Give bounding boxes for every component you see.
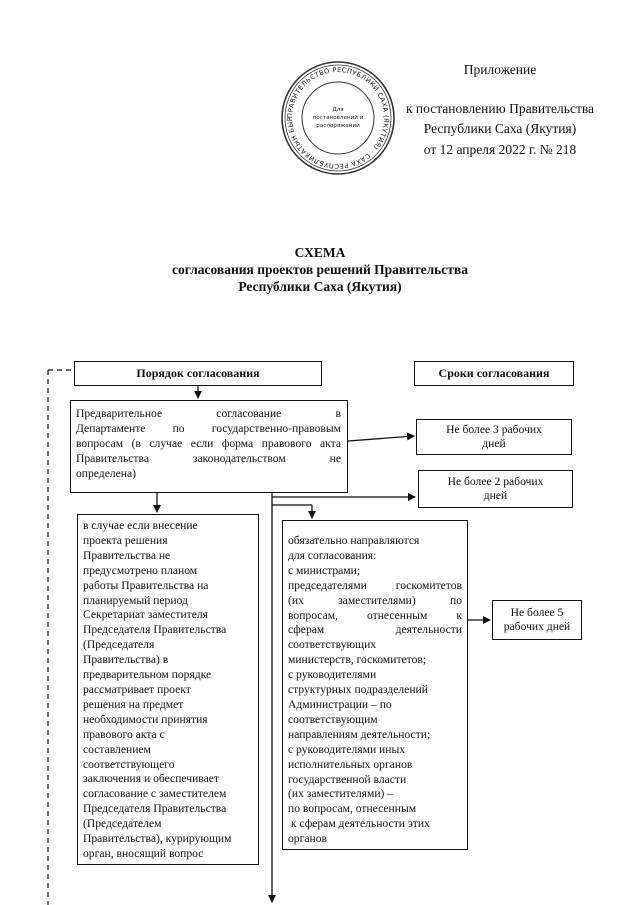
mandatory-approval-line: сферам деятельности xyxy=(288,623,462,637)
preliminary-approval-box: Предварительное согласование в Департаме… xyxy=(70,400,348,493)
seal-center-line-1: Для xyxy=(332,107,343,113)
secretariat-text-line: работы Правительства на xyxy=(83,578,209,592)
mandatory-approval-line: Администрации – по xyxy=(288,697,392,711)
secretariat-text-line: в случае если внесение xyxy=(83,519,198,532)
mandatory-approval-line: председателями госкомитетов xyxy=(288,578,462,592)
mandatory-approval-line: для согласования: xyxy=(288,548,377,562)
mandatory-approval-line: государственной власти xyxy=(288,772,407,786)
mandatory-approval-line: исполнительных органов xyxy=(288,757,413,771)
mandatory-approval-line: вопросам, отнесенным к xyxy=(288,608,462,622)
secretariat-text-line: орган, вносящий вопрос xyxy=(83,846,204,860)
secretariat-text-line: Правительства), курирующим xyxy=(83,832,232,846)
secretariat-text-line: Председателя Правительства xyxy=(83,623,227,637)
term-box-3-days: Не более 3 рабочих дней xyxy=(416,419,572,455)
term1-line-1: Не более 3 рабочих xyxy=(446,422,542,436)
mandatory-approval-line: министерств, госкомитетов; xyxy=(288,653,427,667)
arrow-prelim-to-term1 xyxy=(347,432,415,442)
secretariat-text-line: согласование с заместителем xyxy=(83,787,227,801)
mandatory-approval-line: соответствующим xyxy=(288,712,378,726)
term2-line-1: Не более 2 рабочих xyxy=(447,474,544,488)
title-line-1: СХЕМА xyxy=(294,245,346,260)
procedure-header: Порядок согласования xyxy=(74,361,322,386)
prelim-line-4: Правительства законодательством не xyxy=(76,451,341,465)
secretariat-text-line: составлением xyxy=(83,742,151,756)
term3-line-2: рабочих дней xyxy=(503,620,571,633)
secretariat-text-line: Правительства не xyxy=(83,548,171,562)
secretariat-text-line: планируемый период xyxy=(83,593,188,607)
mandatory-approval-line: с руководителями xyxy=(288,668,377,682)
secretariat-text-line: (Председателя xyxy=(83,638,155,652)
secretariat-text-line: Правительства) в xyxy=(83,653,169,667)
secretariat-text-line: предусмотрено планом xyxy=(83,563,198,577)
mandatory-approval-line: к сферам деятельности этих xyxy=(288,817,430,831)
mandatory-approval-line: с министрами; xyxy=(288,563,361,577)
secretariat-text-line: (Председателем xyxy=(83,817,162,831)
term-box-5-days: Не более 5 рабочих дней xyxy=(492,600,582,640)
prelim-line-2: Департаменте по государственно-правовым xyxy=(76,421,341,435)
mandatory-approval-line: по вопросам, отнесенным xyxy=(288,802,417,816)
mandatory-approval-line: обязательно направляются xyxy=(288,534,420,547)
seal-center-line-3: распоряжений xyxy=(316,122,360,129)
prelim-line-5: определена) xyxy=(76,466,136,480)
mandatory-approval-line: направлениям деятельности; xyxy=(288,727,431,741)
secretariat-text-line: проекта решения xyxy=(83,533,168,547)
secretariat-text-line: соответствующего xyxy=(83,757,175,771)
appendix-line-2: к постановлению Правительства xyxy=(405,100,595,116)
mandatory-approval-line: органов xyxy=(288,832,327,846)
appendix-block: Приложение к постановлению Правительства… xyxy=(370,60,630,160)
terms-header-label: Сроки согласования xyxy=(438,366,550,380)
appendix-line-1: Приложение xyxy=(463,62,537,77)
document-title: СХЕМА согласования проектов решений Прав… xyxy=(0,244,640,295)
prelim-line-1: Предварительное согласование в xyxy=(76,407,341,420)
term2-line-2: дней xyxy=(483,489,508,502)
title-line-2: согласования проектов решений Правительс… xyxy=(172,262,468,277)
title-line-3: Республики Саха (Якутия) xyxy=(238,279,402,294)
secretariat-text-line: заключения и обеспечивает xyxy=(83,772,219,786)
mandatory-approval-line: структурных подразделений xyxy=(288,683,428,697)
mandatory-approval-line: (их заместителями) по xyxy=(288,593,462,607)
secretariat-text-line: рассматривает проект xyxy=(83,682,191,696)
term3-line-1: Не более 5 xyxy=(510,605,564,619)
term1-line-2: дней xyxy=(482,437,506,450)
official-seal: ПРАВИТЕЛЬСТВО РЕСПУБЛИКИ САХА (ЯКУТИЯ) ·… xyxy=(278,58,395,175)
secretariat-text-line: предварительном порядке xyxy=(83,668,212,682)
term-box-2-days: Не более 2 рабочих дней xyxy=(418,470,573,508)
procedure-header-label: Порядок согласования xyxy=(136,366,260,380)
appendix-line-3: Республики Саха (Якутия) xyxy=(423,121,577,136)
secretariat-text-line: правового акта с xyxy=(83,727,165,741)
prelim-line-3: вопросам (в случае если форма правового … xyxy=(76,436,341,450)
mandatory-approval-line: (их заместителями) – xyxy=(288,787,394,801)
mandatory-approval-line: с руководителями иных xyxy=(288,742,406,756)
terms-header: Сроки согласования xyxy=(414,361,574,386)
seal-center-line-2: постановлений и xyxy=(313,114,364,121)
secretariat-text-line: решения на предмет xyxy=(83,697,184,711)
mandatory-approval-line: соответствующих xyxy=(288,638,377,652)
secretariat-text-line: Секретариат заместителя xyxy=(83,608,209,622)
dashed-return-line xyxy=(47,369,74,905)
secretariat-text-line: необходимости принятия xyxy=(83,712,208,726)
appendix-line-4: от 12 апреля 2022 г. № 218 xyxy=(423,141,577,157)
secretariat-text-line: Председателя Правительства xyxy=(83,802,227,816)
